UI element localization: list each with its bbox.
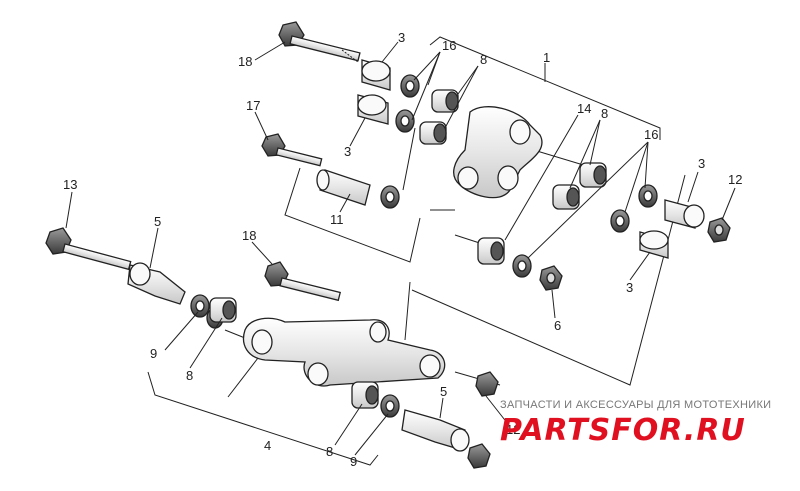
watermark-tagline: ЗАПЧАСТИ И АКСЕССУАРЫ ДЛЯ МОТОТЕХНИКИ (500, 399, 771, 411)
rocker-link-1 (453, 106, 543, 199)
callout-18: 18 (238, 54, 252, 69)
callout-3: 3 (398, 30, 405, 45)
seal-16-top-a (400, 74, 420, 98)
seal-16-top-b (395, 109, 415, 133)
callout-18: 18 (242, 228, 256, 243)
leader-lines (65, 41, 736, 456)
pin-5-left (127, 262, 186, 305)
bolt-17 (261, 133, 323, 167)
spacer-3-right-b (639, 230, 669, 259)
callout-16: 16 (644, 127, 658, 142)
bearing-8-left (209, 297, 237, 323)
callout-16: 16 (442, 38, 456, 53)
spacer-3-top (361, 59, 391, 91)
callout-8: 8 (601, 106, 608, 121)
nut-12-bottom-b (467, 443, 491, 469)
bearing-8-right-c (477, 237, 505, 265)
callout-6: 6 (554, 318, 561, 333)
bearing-8-top-b (419, 121, 447, 145)
callout-12: 12 (728, 172, 742, 187)
callout-4: 4 (264, 438, 271, 453)
seal-16-right-c (512, 254, 532, 278)
callout-5: 5 (440, 384, 447, 399)
group-bracket-4 (147, 371, 379, 466)
callout-9: 9 (350, 454, 357, 469)
callout-3: 3 (344, 144, 351, 159)
spacer-3-mid (357, 94, 389, 125)
callout-12: 12 (506, 422, 520, 437)
seal-9-bottom (380, 394, 400, 418)
callout-9: 9 (150, 346, 157, 361)
group-bracket-1 (429, 36, 661, 140)
callout-17: 17 (246, 98, 260, 113)
nut-6 (539, 265, 563, 291)
callout-8: 8 (326, 444, 333, 459)
callout-1: 1 (543, 50, 550, 65)
bolt-18-top (278, 21, 361, 63)
callout-8: 8 (186, 368, 193, 383)
watermark-logo: PARTSFOR.RU (500, 413, 746, 448)
spacer-3-right-a (664, 199, 705, 229)
callout-5: 5 (154, 214, 161, 229)
bearing-8-top-a (431, 89, 459, 113)
callout-3: 3 (698, 156, 705, 171)
tie-rod-4 (242, 317, 446, 387)
callout-11: 11 (330, 212, 344, 227)
bearing-8-right-a (579, 162, 607, 188)
callout-3: 3 (626, 280, 633, 295)
callout-14: 14 (577, 101, 591, 116)
seal-9-left (190, 294, 210, 318)
bearing-8-bottom (351, 381, 379, 409)
callout-labels: 1 3 16 8 18 17 3 14 8 16 3 12 13 11 5 18… (63, 30, 742, 469)
nut-12-bottom-a (475, 371, 499, 397)
sleeve-11 (316, 169, 371, 206)
bolt-13 (45, 227, 132, 271)
watermark: ЗАПЧАСТИ И АКСЕССУАРЫ ДЛЯ МОТОТЕХНИКИ PA… (500, 399, 771, 448)
seal-16-top-c (380, 185, 400, 209)
nut-12-right (707, 217, 731, 243)
seal-16-right-a (638, 184, 658, 208)
bearing-8-right-b (552, 184, 580, 210)
pin-5-bottom (401, 409, 470, 452)
callout-13: 13 (63, 177, 77, 192)
bolt-18-mid (264, 261, 342, 302)
callout-8: 8 (480, 52, 487, 67)
seal-16-right-b (610, 209, 630, 233)
